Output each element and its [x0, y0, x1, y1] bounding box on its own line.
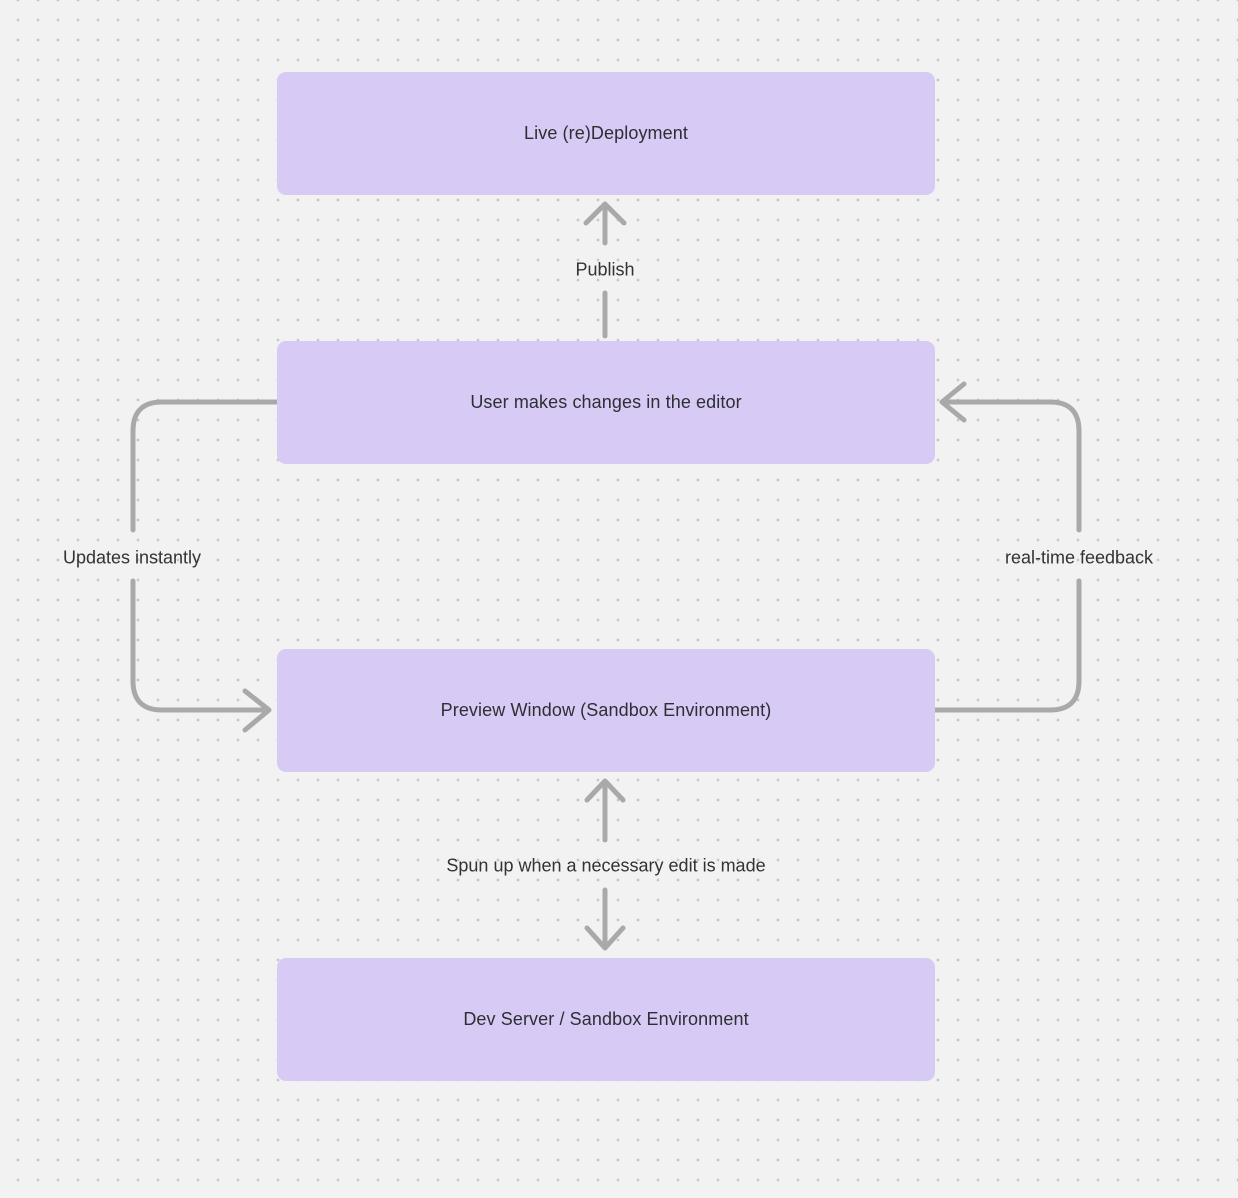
edge-updates-instantly-label: Updates instantly	[62, 547, 202, 568]
node-editor-changes-label: User makes changes in the editor	[470, 392, 742, 412]
node-dev-server-label: Dev Server / Sandbox Environment	[463, 1009, 749, 1029]
node-preview-window: Preview Window (Sandbox Environment)	[277, 649, 935, 772]
node-live-deployment-label: Live (re)Deployment	[524, 123, 688, 143]
node-live-deployment: Live (re)Deployment	[277, 72, 935, 195]
edge-publish-label: Publish	[575, 259, 635, 280]
node-preview-window-label: Preview Window (Sandbox Environment)	[440, 700, 772, 720]
node-editor-changes: User makes changes in the editor	[277, 341, 935, 464]
edge-real-time-feedback-label: real-time feedback	[1004, 547, 1154, 568]
node-dev-server: Dev Server / Sandbox Environment	[277, 958, 935, 1081]
edge-spun-up-label: Spun up when a necessary edit is made	[446, 855, 766, 876]
